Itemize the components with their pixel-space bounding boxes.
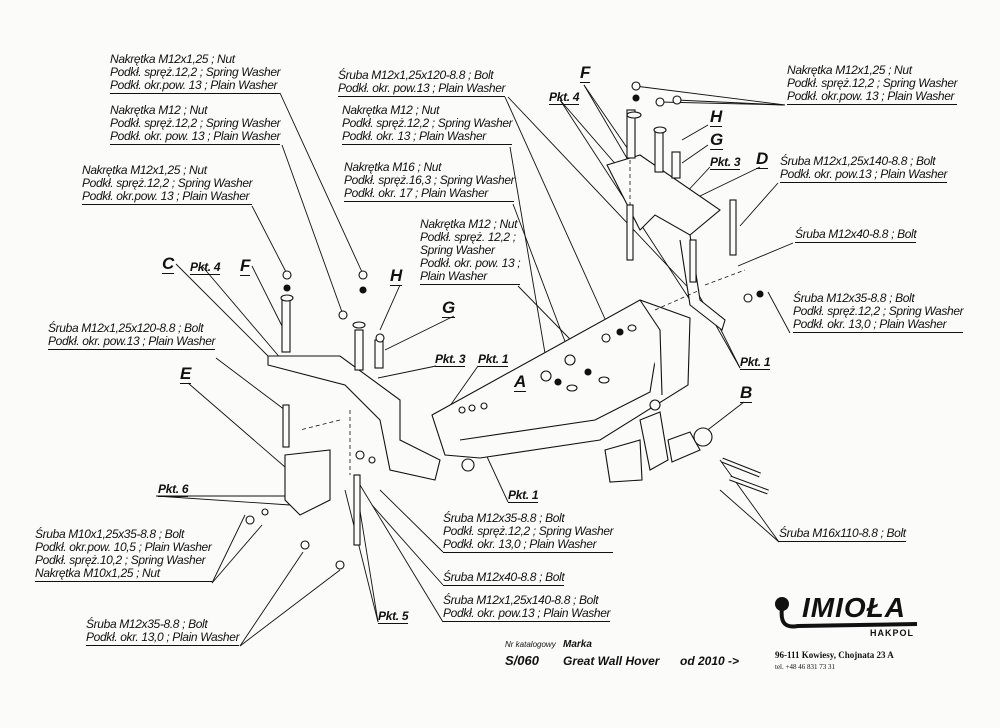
- part-letter-d: D: [756, 149, 768, 169]
- tag-pkt1-mid: Pkt. 1: [508, 488, 539, 503]
- part-letter-h-left: H: [390, 266, 402, 286]
- main-crossbar-a: [431, 299, 691, 472]
- company-phone: tel. +48 46 831 73 31: [775, 663, 835, 671]
- company-logo: IMIOŁA HAKPOL: [772, 594, 922, 644]
- tag-pkt1-right: Pkt. 1: [740, 355, 771, 370]
- model-year: od 2010 ->: [680, 654, 740, 668]
- hidden-lines: [299, 160, 746, 475]
- part-letter-b: B: [740, 383, 752, 403]
- right-bracket-d: [606, 154, 726, 331]
- label-bolt-m16x110: Śruba M16x110-8.8 ; Bolt: [779, 526, 906, 542]
- part-letter-h-right: H: [710, 107, 722, 127]
- tow-ball-b: [604, 411, 713, 483]
- tag-pkt5: Pkt. 5: [378, 609, 409, 624]
- label-bolt-m12x40-right: Śruba M12x40-8.8 ; Bolt: [795, 227, 917, 243]
- company-address: 96-111 Kowiesy, Chojnata 23 A: [775, 650, 894, 660]
- tag-pkt1-top: Pkt. 1: [478, 352, 509, 367]
- tag-pkt4-left: Pkt. 4: [190, 260, 221, 275]
- catalog-number-label: Nr katalogowy: [505, 640, 556, 649]
- part-letter-c: C: [162, 254, 174, 274]
- label-bolt-m12x40-center: Śruba M12x40-8.8 ; Bolt: [443, 570, 565, 586]
- logo-subtext: HAKPOL: [870, 628, 914, 638]
- part-letter-e: E: [180, 364, 192, 384]
- part-letter-f-left: F: [240, 256, 251, 276]
- tow-hook-logo-icon: [775, 597, 918, 629]
- part-letter-a: A: [514, 372, 526, 392]
- part-letter-g-right: G: [710, 130, 723, 150]
- brand-label: Marka: [563, 639, 592, 650]
- part-letter-g-left: G: [442, 298, 455, 318]
- logo-text: IMIOŁA: [802, 592, 906, 623]
- left-bracket-c: [267, 355, 441, 516]
- tag-pkt3-left: Pkt. 3: [435, 352, 466, 367]
- bolts-and-spacers: [281, 109, 769, 546]
- nuts-and-washers: [245, 81, 764, 570]
- tag-pkt6: Pkt. 6: [158, 482, 189, 497]
- tag-pkt4-right: Pkt. 4: [549, 90, 580, 105]
- tag-pkt3-right: Pkt. 3: [710, 155, 741, 170]
- vehicle-brand: Great Wall Hover: [563, 654, 660, 668]
- part-letter-f-right: F: [580, 63, 591, 83]
- catalog-number: S/060: [505, 653, 539, 668]
